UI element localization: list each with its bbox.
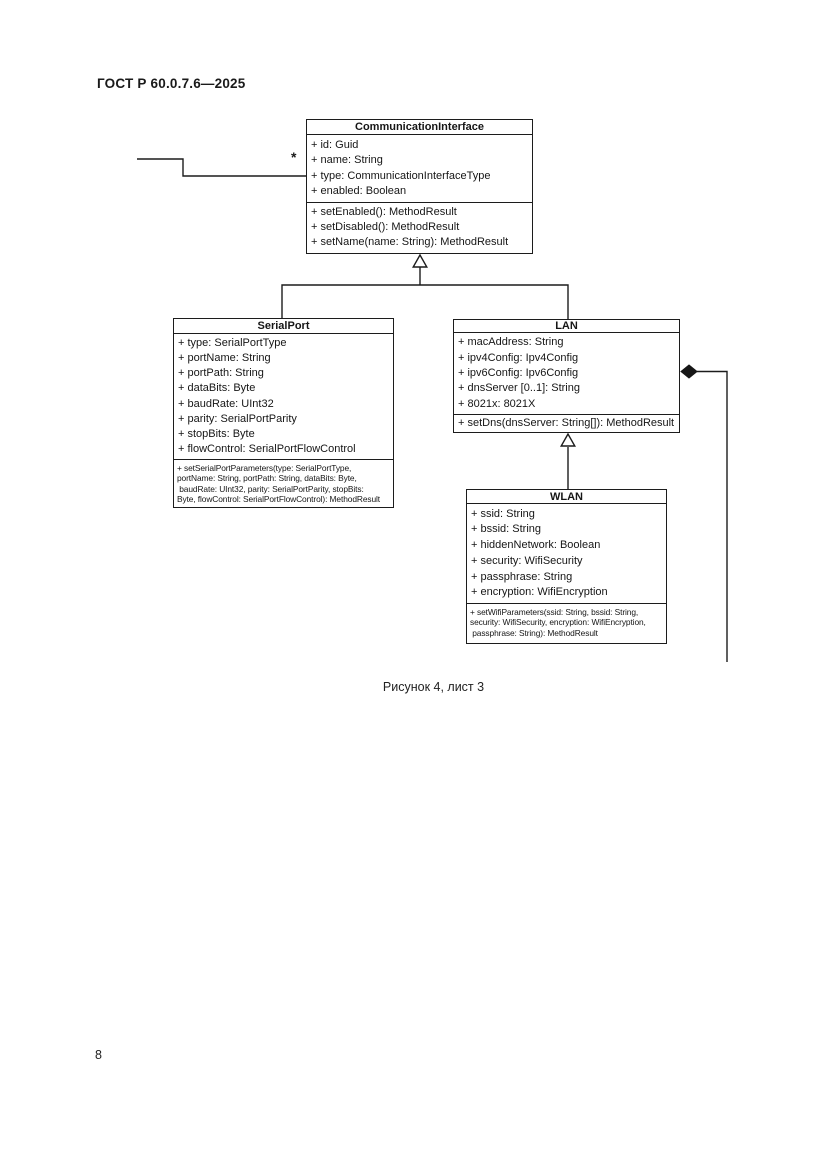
class-title: LAN: [454, 320, 679, 333]
class-box-serial-port: SerialPort + type: SerialPortType + port…: [173, 318, 394, 508]
class-attribute: + portPath: String: [178, 367, 264, 380]
class-method-line: + setSerialPortParameters(type: SerialPo…: [177, 462, 352, 473]
document-header: ГОСТ Р 60.0.7.6—2025: [97, 76, 246, 91]
class-method-line: security: WifiSecurity, encryption: Wifi…: [470, 617, 646, 628]
class-method: + setDisabled(): MethodResult: [311, 220, 460, 233]
class-method-line: baudRate: UInt32, parity: SerialPortPari…: [177, 483, 364, 494]
generalization-triangle-icon: [411, 253, 429, 268]
class-method: + setWifiParameters(ssid: String, bssid:…: [467, 604, 666, 638]
class-attribute: + ipv6Config: Ipv6Config: [458, 366, 579, 379]
class-attribute: + flowControl: SerialPortFlowControl: [178, 442, 356, 455]
multiplicity-label: *: [291, 149, 297, 165]
class-attribute: + type: CommunicationInterfaceType: [311, 169, 491, 182]
class-attribute: + id: Guid: [311, 138, 359, 151]
page-number: 8: [95, 1048, 102, 1062]
composition-line: [697, 370, 728, 662]
class-attribute: + dataBits: Byte: [178, 382, 256, 395]
class-attribute: + encryption: WifiEncryption: [471, 586, 608, 599]
class-title: SerialPort: [174, 319, 393, 334]
class-title: CommunicationInterface: [307, 120, 532, 135]
class-attribute: + bssid: String: [471, 523, 542, 536]
class-box-communication-interface: CommunicationInterface + id: Guid + name…: [306, 119, 533, 254]
composition-diamond-icon: [680, 364, 698, 379]
class-attribute: + parity: SerialPortParity: [178, 412, 297, 425]
class-method: + setSerialPortParameters(type: SerialPo…: [174, 460, 393, 505]
class-attribute: + hiddenNetwork: Boolean: [471, 539, 601, 552]
class-attribute: + enabled: Boolean: [311, 185, 407, 197]
class-title: WLAN: [467, 490, 666, 504]
class-method: + setName(name: String): MethodResult: [311, 235, 509, 248]
class-attribute: + name: String: [311, 154, 383, 166]
class-method-line: Byte, flowControl: SerialPortFlowControl…: [177, 494, 381, 505]
class-method-line: portName: String, portPath: String, data…: [177, 473, 357, 484]
class-attribute: + stopBits: Byte: [178, 427, 255, 440]
generalization-triangle-icon: [559, 432, 577, 447]
class-attribute: + type: SerialPortType: [178, 337, 287, 350]
class-attribute: + portName: String: [178, 352, 271, 365]
class-method-line: + setWifiParameters(ssid: String, bssid:…: [470, 606, 639, 617]
class-attribute: + ipv4Config: Ipv4Config: [458, 351, 579, 364]
class-method: + setEnabled(): MethodResult: [311, 205, 457, 218]
class-attribute: + passphrase: String: [471, 570, 573, 583]
class-box-lan: LAN + macAddress: String + ipv4Config: I…: [453, 319, 680, 433]
class-attribute: + macAddress: String: [458, 336, 564, 349]
figure-caption: Рисунок 4, лист 3: [382, 680, 485, 694]
class-attribute: + baudRate: UInt32: [178, 397, 274, 410]
generalization-branch-line: [281, 284, 569, 319]
association-line: [137, 158, 306, 177]
class-attribute: + dnsServer [0..1]: String: [458, 382, 580, 395]
class-method: + setDns(dnsServer: String[]): MethodRes…: [458, 416, 675, 429]
class-method-line: passphrase: String): MethodResult: [470, 627, 598, 638]
class-attribute: + ssid: String: [471, 507, 535, 520]
class-attribute: + 8021x: 8021X: [458, 397, 536, 410]
class-box-wlan: WLAN + ssid: String + bssid: String + hi…: [466, 489, 667, 644]
class-attribute: + security: WifiSecurity: [471, 554, 583, 567]
